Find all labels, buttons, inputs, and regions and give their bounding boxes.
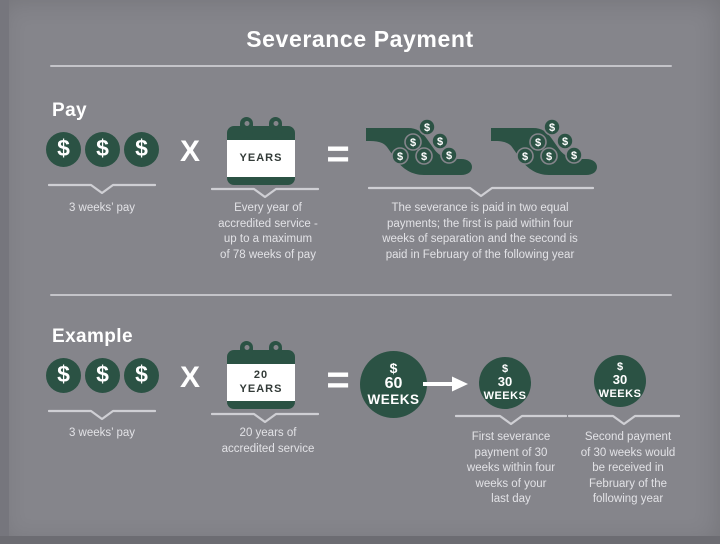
first-payment-value: 30 [497,373,513,389]
multiply-sign: X [179,361,200,394]
ring-hole [244,121,249,126]
dollar-coin-icon: $ [124,358,159,393]
calendar-icon: 20 YEARS [227,341,295,409]
left-frame-edge [0,0,9,544]
pay-section-heading: Pay [52,100,88,121]
equals-sign: = [326,132,350,176]
dollar-coin-icon: $ [124,132,159,167]
calendar-ring [269,117,282,138]
svg-text:$: $ [522,151,528,163]
calendar-face: 20 YEARS [227,350,295,409]
total-weeks-circle: $ 60 WEEKS [360,351,427,418]
dollar-sign: $ [501,362,509,375]
svg-text:$: $ [535,137,541,149]
arrow-right-icon [423,376,468,392]
curly-bracket-icon [568,414,680,426]
dollar-sign: $ [389,359,398,376]
first-payment-circle: $ 30 WEEKS [479,357,531,409]
curly-bracket-icon [211,187,319,199]
calendar-label: 20 YEARS [239,369,283,395]
calendar-face: YEARS [227,126,295,185]
calendar-icon: YEARS [227,117,295,185]
dollar-coin-icon: $ [46,132,81,167]
bottom-frame-edge [0,536,720,544]
three-weeks-pay-coins: $ $ $ [46,132,159,167]
second-payment-value: 30 [612,371,628,387]
ring-hole [244,345,249,350]
svg-text:$: $ [397,151,403,163]
svg-text:$: $ [571,150,577,162]
calendar-ring [240,117,253,138]
divider [50,65,672,67]
svg-text:$: $ [424,122,430,134]
dollar-coin-icon: $ [46,358,81,393]
pay-coins-caption: 3 weeks’ pay [68,202,136,214]
coin-pyramid: $ $ $ $ $ $ [391,118,458,165]
svg-text:$: $ [421,151,427,163]
first-payment-unit: WEEKS [483,389,527,402]
svg-text:$: $ [437,136,443,148]
total-weeks-value: 60 [384,374,403,392]
curly-bracket-icon [48,409,156,421]
svg-text:$: $ [446,150,452,162]
calendar-label: YEARS [239,151,283,164]
coin-pyramid: $ $ $ $ $ $ [516,118,583,165]
svg-text:$: $ [549,122,555,134]
svg-text:$: $ [546,151,552,163]
equals-sign: = [326,358,350,402]
total-weeks-unit: WEEKS [367,392,420,408]
example-calendar-caption: 20 years of accredited service [221,427,315,455]
pay-hands-caption: The severance is paid in two equal payme… [382,202,578,261]
curly-bracket-icon [368,186,594,198]
ring-hole [273,121,278,126]
second-payment-circle: $ 30 WEEKS [594,355,646,407]
pay-calendar-caption: Every year of accredited service - up to… [218,202,318,261]
three-weeks-pay-coins: $ $ $ [46,358,159,393]
divider [50,294,672,296]
curly-bracket-icon [211,412,319,424]
second-payment-caption: Second payment of 30 weeks would be rece… [580,431,676,506]
example-section-heading: Example [52,326,133,347]
dollar-coin-icon: $ [85,132,120,167]
calendar-ring [269,341,282,362]
svg-text:$: $ [562,136,568,148]
first-payment-caption: First severance payment of 30 weeks with… [466,431,556,506]
hand-receiving-coins-icon: $ $ $ $ $ $ [491,118,597,175]
dollar-sign: $ [616,360,624,373]
multiply-sign: X [179,135,200,168]
page-title: Severance Payment [246,26,474,52]
second-payment-unit: WEEKS [598,387,642,400]
ring-hole [273,345,278,350]
curly-bracket-icon [48,183,156,195]
curly-bracket-icon [455,414,567,426]
svg-text:$: $ [410,137,416,149]
dollar-coin-icon: $ [85,358,120,393]
example-coins-caption: 3 weeks’ pay [68,427,136,439]
hand-receiving-coins-icon: $ $ $ $ $ $ [366,118,472,175]
calendar-ring [240,341,253,362]
